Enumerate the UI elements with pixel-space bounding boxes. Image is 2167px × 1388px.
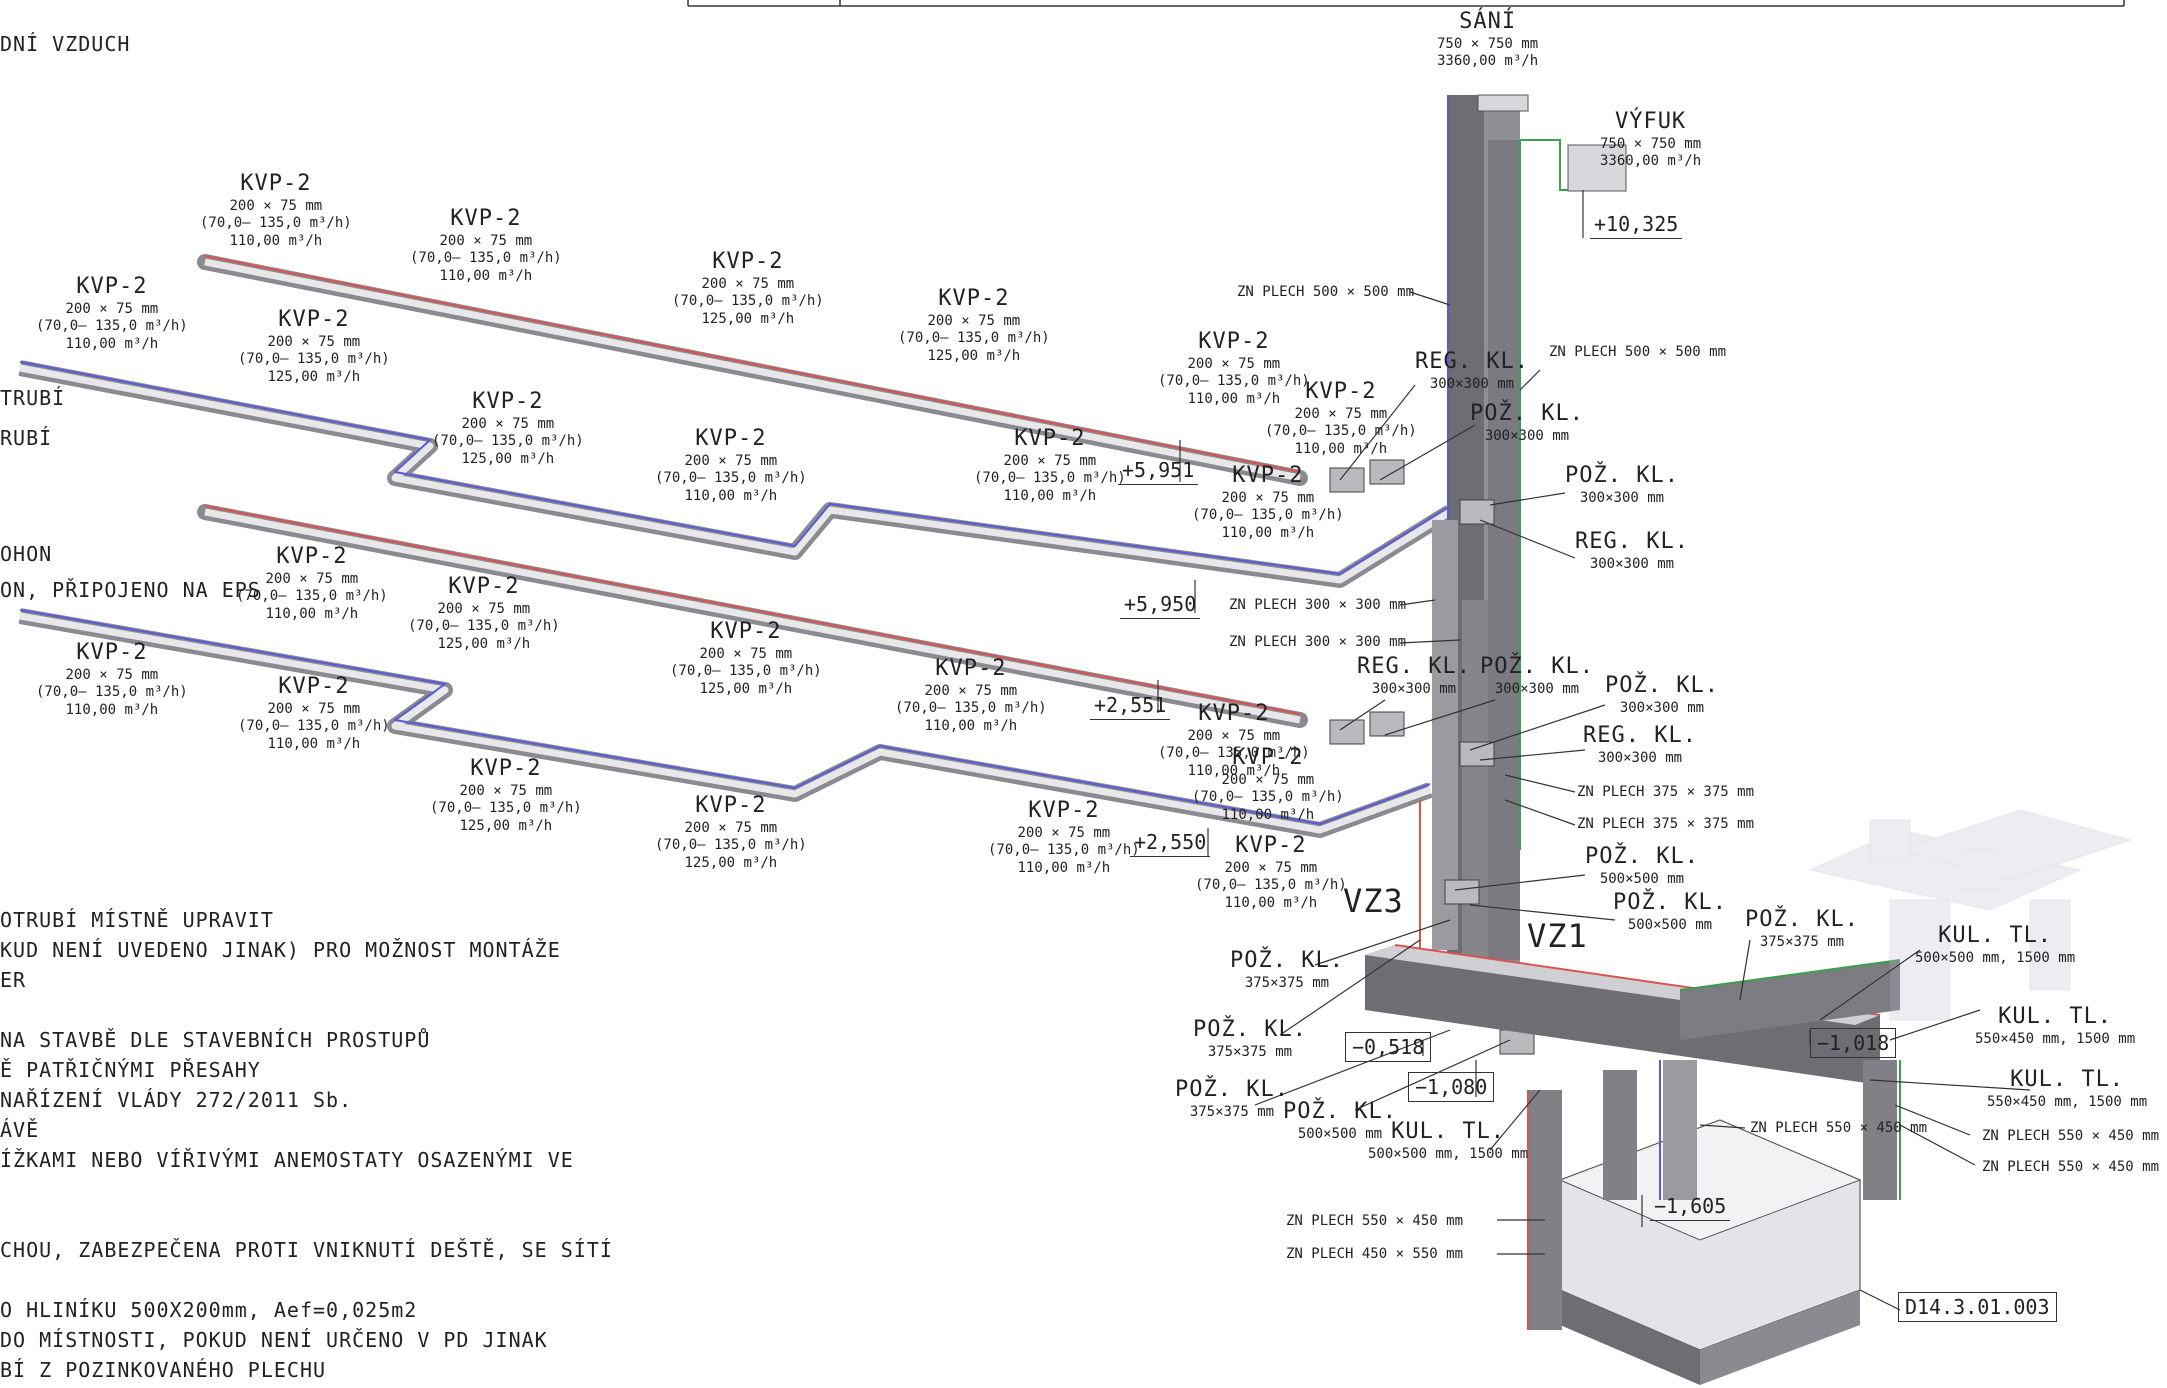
vertical-loops bbox=[1527, 1060, 1901, 1330]
damper-label: POŽ. KL.375×375 mm bbox=[1745, 907, 1859, 950]
silencer-label: KUL. TL.500×500 mm, 1500 mm bbox=[1915, 923, 2076, 966]
duct-annotation: ZN PLECH 550 × 450 mm bbox=[1982, 1128, 2160, 1144]
title-block-frame bbox=[687, 0, 2125, 7]
riser-exhaust bbox=[1488, 139, 1627, 960]
damper-label: POŽ. KL.300×300 mm bbox=[1605, 673, 1719, 716]
zone-label-vz1: VZ1 bbox=[1527, 917, 1588, 955]
duct-annotation: ZN PLECH 550 × 450 mm bbox=[1982, 1159, 2160, 1175]
duct-annotation: ZN PLECH 500 × 500 mm bbox=[1237, 284, 1415, 300]
main-trunk bbox=[1365, 944, 1901, 1085]
supply-duct-lower bbox=[197, 504, 1308, 728]
note-bottom-4: Ě PATŘIČNÝMI PŘESAHY bbox=[0, 1058, 261, 1082]
exhaust-duct-lower bbox=[18, 608, 1433, 838]
silencer-label: KUL. TL.550×450 mm, 1500 mm bbox=[1975, 1004, 2136, 1047]
elevation-box: −1,080 bbox=[1408, 1072, 1495, 1102]
branch-risers bbox=[1419, 520, 1488, 1000]
note-top-2: RUBÍ bbox=[0, 426, 53, 450]
note-bottom-3: NA STAVBĚ DLE STAVEBNÍCH PROSTUPŮ bbox=[0, 1028, 431, 1052]
supply-duct-upper bbox=[197, 254, 1308, 486]
duct-annotation: ZN PLECH 300 × 300 mm bbox=[1229, 634, 1407, 650]
exhaust-duct-upper bbox=[18, 360, 1455, 588]
note-bottom-0: OTRUBÍ MÍSTNĚ UPRAVIT bbox=[0, 908, 274, 932]
zone-label-vz3: VZ3 bbox=[1343, 882, 1404, 920]
note-top-4: ON, PŘIPOJENO NA EPS bbox=[0, 578, 261, 602]
damper-label: POŽ. KL.500×500 mm bbox=[1283, 1099, 1397, 1142]
damper-label: POŽ. KL.300×300 mm bbox=[1470, 401, 1584, 444]
note-bottom-10: DO MÍSTNOSTI, POKUD NENÍ URČENO V PD JIN… bbox=[0, 1328, 548, 1352]
duct-annotation: ZN PLECH 550 × 450 mm bbox=[1286, 1213, 1464, 1229]
unit-tag: D14.3.01.003 bbox=[1898, 1292, 2057, 1322]
note-bottom-2: ER bbox=[0, 968, 27, 992]
damper-label: REG. KL.300×300 mm bbox=[1357, 654, 1471, 697]
elevation-marker: +2,550 bbox=[1130, 830, 1211, 857]
note-bottom-6: ÁVĚ bbox=[0, 1118, 40, 1142]
duct-annotation: ZN PLECH 375 × 375 mm bbox=[1577, 784, 1755, 800]
elevation-marker: +5,950 bbox=[1120, 592, 1201, 619]
note-bottom-11: BÍ Z POZINKOVANÉHO PLECHU bbox=[0, 1358, 327, 1382]
damper-label: POŽ. KL.375×375 mm bbox=[1175, 1077, 1289, 1120]
duct-annotation: ZN PLECH 550 × 450 mm bbox=[1750, 1120, 1928, 1136]
note-bottom-9: O HLINÍKU 500X200mm, Aef=0,025m2 bbox=[0, 1298, 418, 1322]
duct-annotation: ZN PLECH 375 × 375 mm bbox=[1577, 816, 1755, 832]
faded-background-equipment bbox=[1808, 809, 2132, 1021]
elevation-box: −0,518 bbox=[1345, 1032, 1432, 1062]
note-top-0: DNÍ VZDUCH bbox=[0, 32, 131, 56]
elevation-marker: +10,325 bbox=[1590, 212, 1683, 239]
duct-annotation: ZN PLECH 300 × 300 mm bbox=[1229, 597, 1407, 613]
duct-annotation: ZN PLECH 500 × 500 mm bbox=[1549, 344, 1727, 360]
damper-label: POŽ. KL.375×375 mm bbox=[1193, 1017, 1307, 1060]
note-top-1: TRUBÍ bbox=[0, 386, 66, 410]
note-bottom-1: KUD NENÍ UVEDENO JINAK) PRO MOŽNOST MONT… bbox=[0, 938, 561, 962]
elevation-marker: −1,605 bbox=[1650, 1194, 1731, 1221]
damper-label: POŽ. KL.300×300 mm bbox=[1480, 654, 1594, 697]
damper-label: REG. KL.300×300 mm bbox=[1575, 529, 1689, 572]
note-bottom-7: ÍŽKAMI NEBO VÍŘIVÝMI ANEMOSTATY OSAZENÝM… bbox=[0, 1148, 574, 1172]
damper-label: POŽ. KL.300×300 mm bbox=[1565, 463, 1679, 506]
damper-label: POŽ. KL.375×375 mm bbox=[1230, 948, 1344, 991]
note-bottom-8: CHOU, ZABEZPEČENA PROTI VNIKNUTÍ DEŠTĚ, … bbox=[0, 1238, 613, 1262]
damper-label: REG. KL.300×300 mm bbox=[1415, 349, 1529, 392]
silencer-label: KUL. TL.500×500 mm, 1500 mm bbox=[1368, 1119, 1529, 1162]
duct-annotation: ZN PLECH 450 × 550 mm bbox=[1286, 1246, 1464, 1262]
elevation-box: −1,018 bbox=[1810, 1028, 1897, 1058]
elevation-marker: +5,951 bbox=[1118, 458, 1199, 485]
damper-label: POŽ. KL.500×500 mm bbox=[1585, 844, 1699, 887]
damper-label: REG. KL.300×300 mm bbox=[1583, 723, 1697, 766]
damper-label: POŽ. KL.500×500 mm bbox=[1613, 890, 1727, 933]
elevation-marker: +2,551 bbox=[1090, 693, 1171, 720]
leader-lines bbox=[1157, 190, 2031, 1311]
note-bottom-5: NAŘÍZENÍ VLÁDY 272/2011 Sb. bbox=[0, 1088, 353, 1112]
note-top-3: OHON bbox=[0, 542, 53, 566]
silencer-label: KUL. TL.550×450 mm, 1500 mm bbox=[1987, 1067, 2148, 1110]
